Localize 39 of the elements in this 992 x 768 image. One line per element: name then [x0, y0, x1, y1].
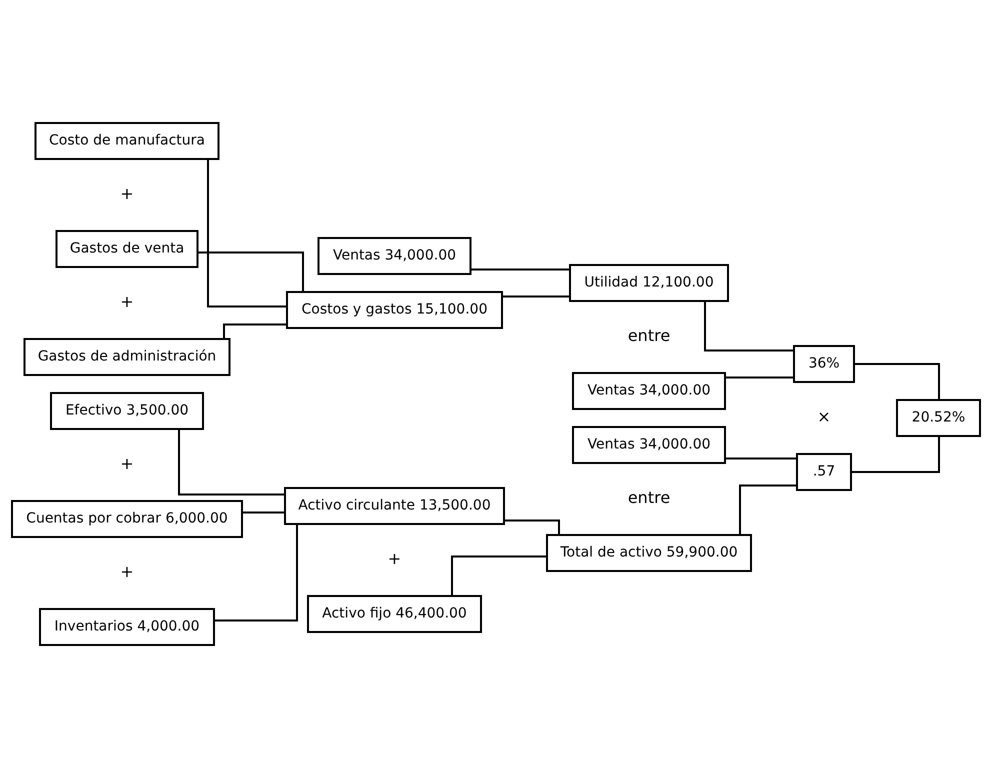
label: + [120, 184, 134, 203]
node-box: Ventas 34,000.00 [572, 426, 726, 464]
node-box: Efectivo 3,500.00 [50, 392, 204, 430]
connector [704, 301, 794, 352]
connector [854, 363, 940, 400]
label: + [120, 454, 134, 473]
connector [178, 429, 285, 496]
node-box: .57 [796, 453, 852, 491]
node-box: Inventarios 4,000.00 [39, 608, 215, 646]
connector [470, 268, 570, 270]
node-box: Activo circulante 13,500.00 [284, 487, 505, 525]
node-box: Costos y gastos 15,100.00 [286, 291, 503, 329]
connector [242, 512, 285, 514]
node-box: Total de activo 59,900.00 [546, 534, 752, 572]
label: × [817, 406, 831, 426]
node-box: Utilidad 12,100.00 [569, 264, 729, 302]
node-box: Ventas 34,000.00 [572, 372, 726, 410]
node-box: Cuentas por cobrar 6,000.00 [11, 500, 243, 538]
node-box: 36% [793, 345, 855, 383]
label: + [120, 562, 134, 581]
node-box: Activo fijo 46,400.00 [307, 595, 482, 633]
node-box: Costo de manufactura [34, 122, 220, 160]
connector [725, 458, 797, 460]
connector [214, 524, 298, 622]
connector [451, 556, 547, 596]
node-box: Ventas 34,000.00 [318, 237, 472, 275]
label: entre [628, 326, 670, 345]
label: + [120, 292, 134, 311]
connector [502, 296, 570, 298]
connector [198, 252, 304, 292]
node-box: Gastos de administración [24, 338, 230, 376]
node-box: 20.52% [896, 399, 981, 437]
connector [739, 484, 797, 535]
connector [725, 376, 794, 378]
node-box: Gastos de venta [56, 230, 198, 268]
connector [207, 159, 287, 308]
label: + [388, 548, 402, 568]
connector [851, 436, 940, 473]
label: entre [628, 488, 670, 507]
